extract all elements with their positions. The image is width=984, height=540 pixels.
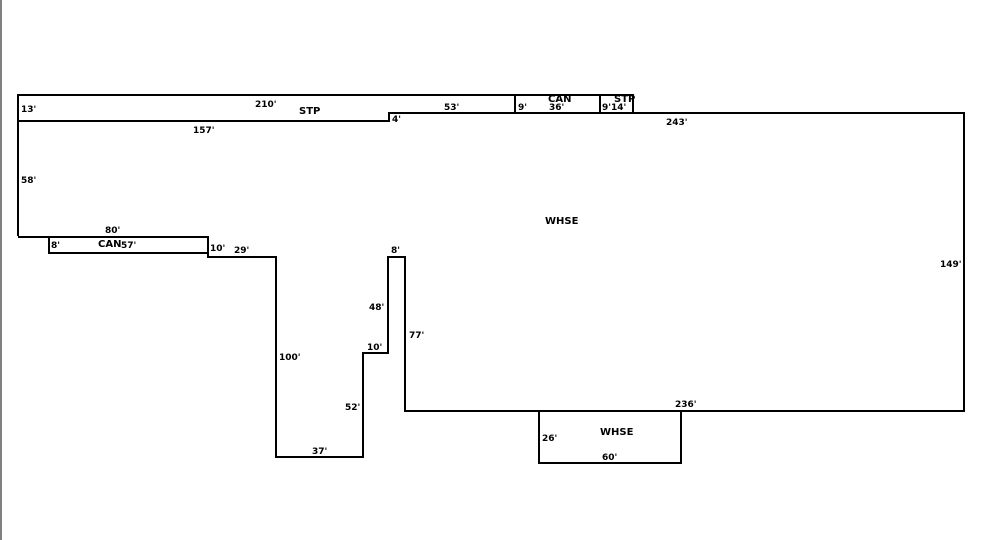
- dim-48: 48': [369, 303, 384, 313]
- dim-100: 100': [279, 353, 301, 363]
- dim-8b: 8': [391, 246, 400, 256]
- dim-60: 60': [602, 453, 617, 463]
- dim-9b: 9': [602, 103, 611, 113]
- dim-57: 57': [121, 241, 136, 251]
- dim-52: 52': [345, 403, 360, 413]
- dim-10a: 10': [210, 244, 225, 254]
- stp-right-label: STP: [614, 94, 635, 105]
- dim-29: 29': [234, 246, 249, 256]
- dim-210: 210': [255, 100, 277, 110]
- dim-53: 53': [444, 103, 459, 113]
- dim-37: 37': [312, 447, 327, 457]
- can-top-label: CAN: [548, 94, 571, 105]
- warehouse-main-outline: [18, 112, 965, 458]
- dim-9a: 9': [518, 103, 527, 113]
- can-box-left-outline: [48, 237, 208, 254]
- dim-236: 236': [675, 400, 697, 410]
- stp-strip-outline: [17, 94, 516, 236]
- can-left-label: CAN: [98, 239, 121, 250]
- dim-10b: 10': [367, 343, 382, 353]
- dim-4: 4': [392, 115, 401, 125]
- dim-80: 80': [105, 226, 120, 236]
- dim-243: 243': [666, 118, 688, 128]
- dim-14: 14': [611, 103, 626, 113]
- stp-top-label: STP: [299, 106, 320, 117]
- dim-149: 149': [940, 260, 962, 270]
- whse-main-label: WHSE: [545, 216, 579, 227]
- dim-26: 26': [542, 434, 557, 444]
- warehouse-bottom-outline: [538, 411, 682, 464]
- dim-8a: 8': [51, 241, 60, 251]
- dim-13: 13': [21, 105, 36, 115]
- dim-36: 36': [549, 103, 564, 113]
- dim-157: 157': [193, 126, 215, 136]
- whse-bottom-label: WHSE: [600, 427, 634, 438]
- dim-58: 58': [21, 176, 36, 186]
- dim-77: 77': [409, 331, 424, 341]
